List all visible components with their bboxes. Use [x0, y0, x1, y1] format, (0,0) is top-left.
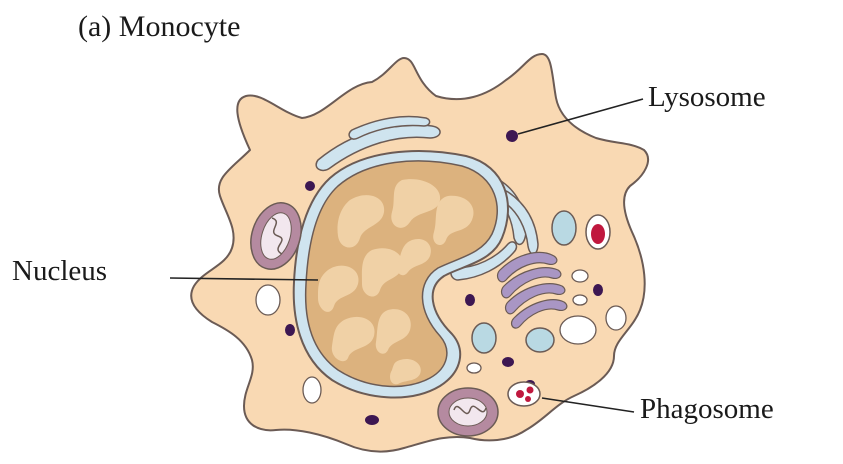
mitochondrion-bottom — [438, 388, 498, 436]
lysosome-label: Lysosome — [648, 83, 766, 112]
phagosome-upper — [586, 215, 610, 249]
nucleus-label: Nucleus — [12, 257, 107, 286]
phagosome-label: Phagosome — [640, 395, 774, 424]
phagosome-lower — [508, 382, 540, 406]
diagram-title: (a) Monocyte — [78, 12, 240, 42]
